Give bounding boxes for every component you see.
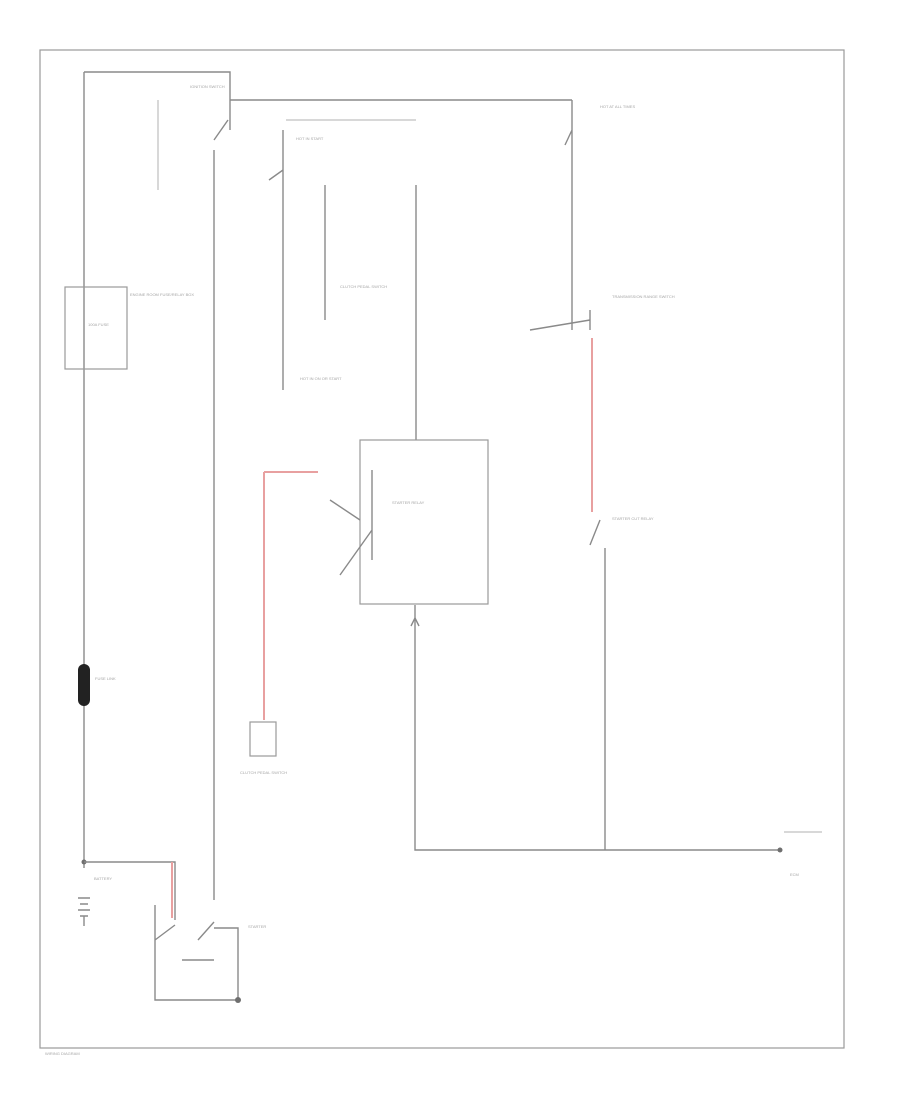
ecm-terminal bbox=[777, 847, 783, 853]
fuse-relay-box bbox=[64, 286, 128, 370]
starter-relay-box bbox=[359, 439, 489, 605]
transmission-range-label: TRANSMISSION RANGE SWITCH bbox=[612, 294, 675, 299]
diagram-frame bbox=[39, 49, 845, 1049]
ignition-switch-feed bbox=[213, 99, 572, 900]
relay-arrow bbox=[410, 617, 420, 627]
starter-label: STARTER bbox=[248, 924, 266, 929]
battery-label: BATTERY bbox=[94, 876, 112, 881]
fuse-relay-box-label: ENGINE ROOM FUSE/RELAY BOX bbox=[130, 292, 194, 297]
stop-hot-label: HOT IN ON OR START bbox=[300, 376, 342, 381]
ground-g101 bbox=[235, 997, 241, 1003]
relay-to-ecm-wire bbox=[414, 605, 780, 851]
clutch-switch-label: CLUTCH PEDAL SWITCH bbox=[340, 284, 387, 289]
figure-reference: WIRING DIAGRAM bbox=[45, 1051, 80, 1056]
battery-symbol bbox=[78, 897, 90, 926]
right-feed-branch bbox=[564, 100, 573, 330]
starter-cut-relay bbox=[589, 519, 606, 850]
transmission-range-switch bbox=[529, 310, 591, 331]
hot-all-times-label: HOT AT ALL TIMES bbox=[600, 104, 635, 109]
clutch-red-wire bbox=[263, 471, 318, 720]
ignition-switch-label: IGNITION SWITCH bbox=[190, 84, 225, 89]
main-feed-wire bbox=[83, 71, 231, 868]
fuse-link-label: FUSE LINK bbox=[95, 676, 116, 681]
starter-relay-contacts bbox=[329, 470, 373, 576]
clutch-interlock-label: CLUTCH PEDAL SWITCH bbox=[240, 770, 287, 775]
fuse-link bbox=[78, 664, 90, 706]
fuse-label: 100A FUSE bbox=[88, 322, 109, 327]
starter-cut-label: STARTER CUT RELAY bbox=[612, 516, 654, 521]
starter-motor bbox=[154, 905, 239, 1001]
battery-to-starter-wire bbox=[84, 861, 176, 920]
clutch-interlock-switch bbox=[249, 721, 277, 757]
starter-relay-label: STARTER RELAY bbox=[392, 500, 425, 505]
ecm-label: ECM bbox=[790, 872, 799, 877]
hot-start-label: HOT IN START bbox=[296, 136, 324, 141]
branch-hot-on-start bbox=[268, 130, 284, 390]
